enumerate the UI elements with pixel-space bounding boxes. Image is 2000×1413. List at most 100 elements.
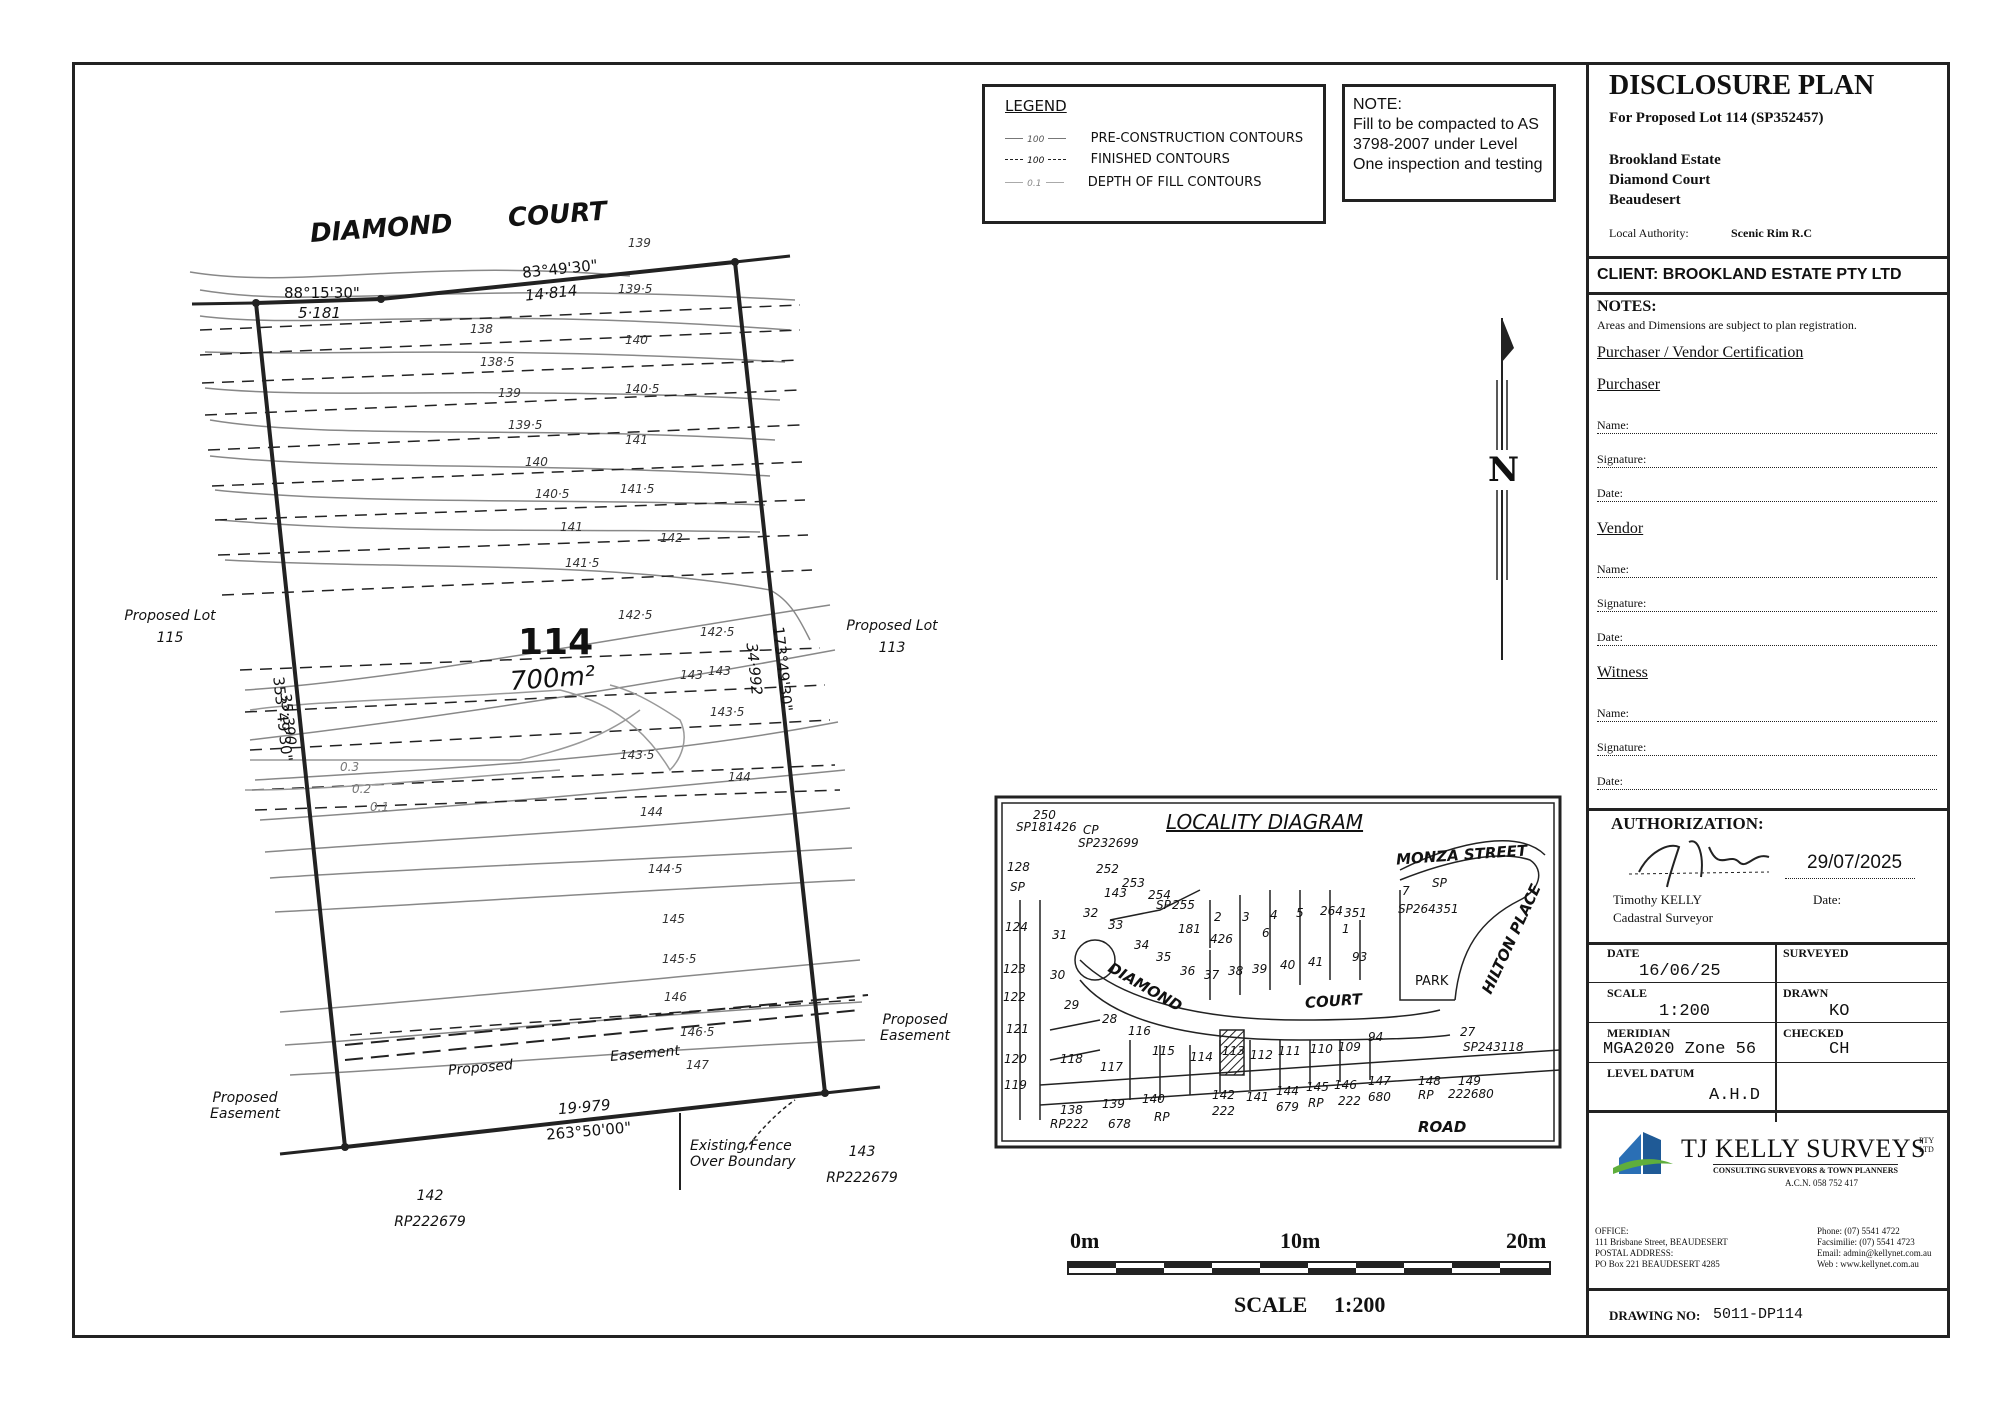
scale-heading: SCALE: [1607, 986, 1648, 1000]
locality-lot: 29: [1064, 998, 1080, 1012]
locality-ref: 222: [1212, 1104, 1235, 1118]
contour-label: 142·5: [700, 625, 735, 639]
locality-ref: 145: [1306, 1080, 1329, 1094]
witness-signature-field[interactable]: Signature:: [1597, 740, 1937, 756]
locality-lot: 123: [1003, 962, 1026, 976]
contour-label: 141: [625, 433, 648, 447]
client-label: CLIENT: BROOKLAND ESTATE PTY LTD: [1597, 266, 1902, 283]
locality-lot: 253: [1122, 876, 1145, 890]
locality-lot: 94: [1368, 1030, 1384, 1044]
locality-lot: 120: [1004, 1052, 1027, 1066]
witness-name-field[interactable]: Name:: [1597, 706, 1937, 722]
witness-date-field[interactable]: Date:: [1597, 774, 1937, 790]
fill-depth-label: 0.1: [370, 800, 390, 814]
contour-label: 143: [680, 668, 703, 682]
surveyor-signature: [1628, 840, 1770, 888]
locality-lot: 116: [1128, 1024, 1151, 1038]
notes-text: Areas and Dimensions are subject to plan…: [1597, 318, 1857, 332]
company-name: TJ KELLY SURVEYS: [1681, 1134, 1927, 1163]
purchaser-date-field[interactable]: Date:: [1597, 486, 1937, 502]
locality-lot: 32: [1083, 906, 1099, 920]
north-label: N: [1488, 450, 1520, 490]
locality-lot: 112: [1250, 1048, 1273, 1062]
locality-ref: 138: [1060, 1103, 1083, 1117]
cert-title: Purchaser / Vendor Certification: [1597, 344, 1804, 361]
locality-ref: 27: [1460, 1025, 1476, 1039]
locality-lot: 252: [1096, 862, 1119, 876]
scale-label: SCALE: [1234, 1292, 1308, 1317]
locality-lot: 40: [1280, 958, 1296, 972]
locality-lot: 128: [1007, 860, 1030, 874]
notes-title: NOTES:: [1597, 298, 1657, 315]
office-contact: Phone: (07) 5541 4722 Facsimilie: (07) 5…: [1817, 1226, 1932, 1269]
locality-ref: 222: [1338, 1094, 1361, 1108]
locality-map: [994, 795, 1562, 1149]
company-acn: A.C.N. 058 752 417: [1785, 1178, 1859, 1188]
locality-ref: SP181426: [1016, 820, 1077, 834]
locality-lot: 109: [1338, 1040, 1361, 1054]
locality-lot: 7: [1402, 884, 1410, 898]
company-suffix: PTY LTD: [1919, 1136, 1934, 1154]
checked-value: CH: [1829, 1040, 1850, 1059]
fence-leader: [744, 1099, 796, 1151]
locality-lot: 110: [1310, 1042, 1333, 1056]
locality-lot: 1: [1342, 922, 1350, 936]
contour-label: 140·5: [535, 487, 570, 501]
contour-label: 142·5: [618, 608, 653, 622]
plan-subtitle: For Proposed Lot 114 (SP352457): [1609, 110, 1824, 126]
witness-heading: Witness: [1597, 664, 1648, 681]
locality-ref: RP: [1154, 1110, 1170, 1124]
vendor-signature-field[interactable]: Signature:: [1597, 596, 1937, 612]
finished-contours: [199, 304, 856, 1036]
scale-tick: 10m: [1280, 1228, 1321, 1253]
authority-label: Local Authority:: [1609, 226, 1689, 240]
locality-lot: 264: [1320, 904, 1343, 918]
locality-title: LOCALITY DIAGRAM: [1166, 810, 1364, 834]
pre-construction-contours: [189, 269, 866, 1076]
locality-lot: 141: [1246, 1090, 1269, 1104]
authorization-date: 29/07/2025: [1807, 852, 1903, 873]
locality-lot: 4: [1270, 908, 1278, 922]
locality-lot: 35: [1156, 950, 1172, 964]
locality-lot: 122: [1003, 990, 1026, 1004]
vendor-heading: Vendor: [1597, 520, 1644, 537]
drawn-value: KO: [1829, 1002, 1850, 1021]
locality-lot: 6: [1262, 926, 1270, 940]
purchaser-name-field[interactable]: Name:: [1597, 418, 1937, 434]
locality-lot: 5: [1296, 906, 1304, 920]
locality-lot: 119: [1004, 1078, 1027, 1092]
lot-number: 114: [518, 622, 594, 663]
locality-lot: 113: [1222, 1044, 1245, 1058]
scale-tick: 0m: [1070, 1228, 1100, 1253]
legend-item: 100 FINISHED CONTOURS: [1005, 152, 1323, 167]
vendor-name-field[interactable]: Name:: [1597, 562, 1937, 578]
contour-label: 145: [662, 912, 685, 926]
contour-label: 139·5: [508, 418, 543, 432]
purchaser-signature-field[interactable]: Signature:: [1597, 452, 1937, 468]
contour-label: 147: [686, 1058, 709, 1072]
lot-boundary: [253, 259, 828, 1150]
distance-label: 5·181: [298, 304, 341, 322]
locality-lot: 255: [1172, 898, 1195, 912]
contour-label: 143·5: [710, 705, 745, 719]
contour-label: 140·5: [625, 382, 660, 396]
locality-ref: 678: [1108, 1117, 1131, 1131]
legend: LEGEND 100 PRE-CONSTRUCTION CONTOURS 100…: [982, 84, 1326, 224]
note-title: NOTE:: [1353, 96, 1402, 113]
surveyor-role: Cadastral Surveyor: [1613, 910, 1714, 925]
locality-lot: 36: [1180, 964, 1196, 978]
contour-label: 142: [660, 531, 683, 545]
checked-heading: CHECKED: [1783, 1026, 1844, 1040]
surveyed-heading: SURVEYED: [1783, 946, 1849, 960]
locality-ref: RP: [1418, 1088, 1434, 1102]
locality-lot: 115: [1152, 1044, 1175, 1058]
locality-lot: 38: [1228, 964, 1244, 978]
company-logo-icon: [1613, 1132, 1673, 1174]
vendor-date-field[interactable]: Date:: [1597, 630, 1937, 646]
drawing-number: 5011-DP114: [1713, 1306, 1804, 1323]
easement-lines: [344, 994, 869, 1061]
locality-lot: 3: [1242, 910, 1250, 924]
